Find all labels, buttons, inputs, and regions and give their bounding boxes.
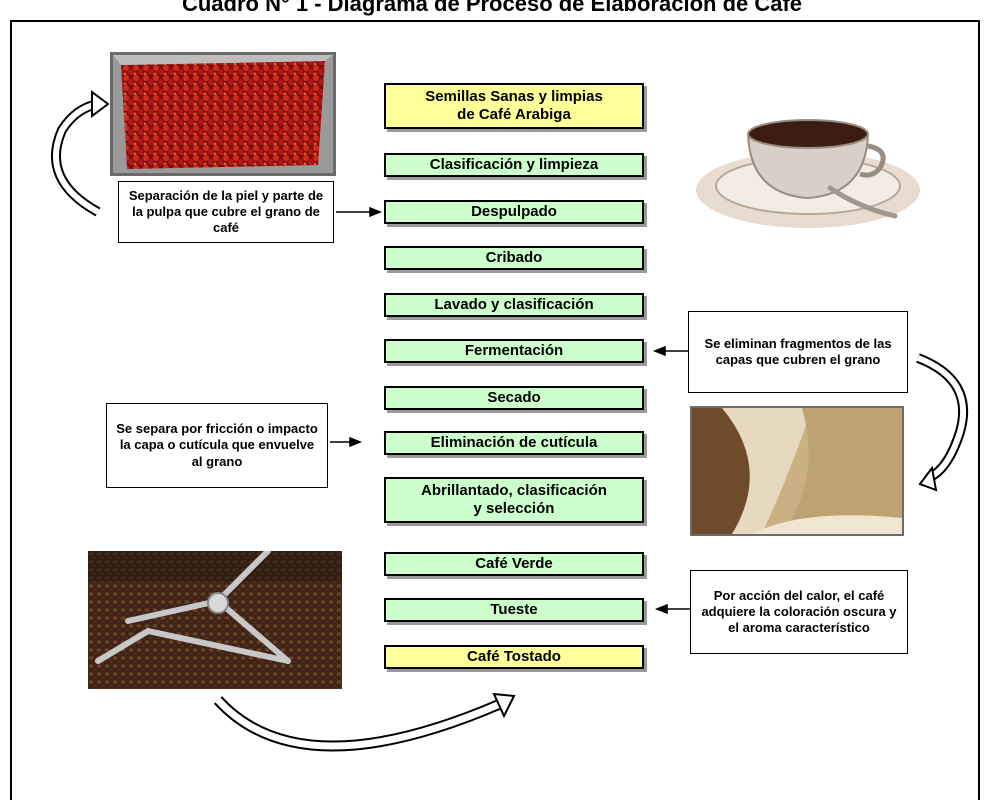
step-tueste: Tueste: [384, 598, 644, 622]
step-fermentacion: Fermentación: [384, 339, 644, 363]
note-despulpado: Separación de la piel y parte de la pulp…: [118, 181, 334, 243]
step-abrillantado: Abrillantado, clasificación y selección: [384, 477, 644, 523]
note-tueste: Por acción del calor, el café adquiere l…: [690, 570, 908, 654]
step-lavado-clasificacion: Lavado y clasificación: [384, 293, 644, 317]
coffee-cherries-photo: [110, 52, 336, 176]
diagram-frame: [10, 20, 980, 800]
note-cuticula: Se separa por fricción o impacto la capa…: [106, 403, 328, 488]
coffee-beans-flow-photo: [690, 406, 904, 536]
diagram-title: Cuadro N° 1 - Diagrama de Proceso de Ela…: [181, 0, 803, 16]
curved-arrow-right-icon: [916, 353, 969, 492]
step-secado: Secado: [384, 386, 644, 410]
step-cribado: Cribado: [384, 246, 644, 270]
curved-arrow-bottom-icon: [213, 692, 516, 752]
coffee-cup-illustration: [690, 98, 920, 238]
coffee-roaster-photo: [88, 551, 342, 689]
step-despulpado: Despulpado: [384, 200, 644, 224]
step-clasificacion-limpieza: Clasificación y limpieza: [384, 153, 644, 177]
step-cafe-verde: Café Verde: [384, 552, 644, 576]
curved-arrow-left-icon: [50, 90, 110, 217]
step-semillas: Semillas Sanas y limpias de Café Arabiga: [384, 83, 644, 129]
step-cafe-tostado: Café Tostado: [384, 645, 644, 669]
step-eliminacion-cuticula: Eliminación de cutícula: [384, 431, 644, 455]
note-fermentacion: Se eliminan fragmentos de las capas que …: [688, 311, 908, 393]
